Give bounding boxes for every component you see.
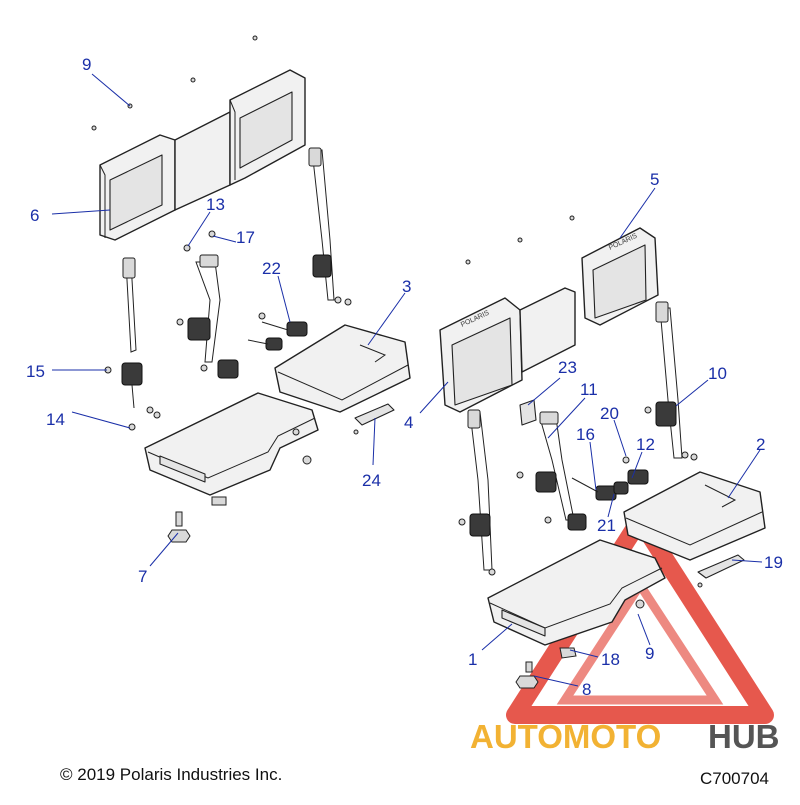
seat-back-bench	[99, 69, 306, 241]
watermark-text: AUTOMOTO HUB	[470, 718, 780, 755]
seat-bottom-2	[623, 471, 766, 561]
callout-18: 18	[601, 650, 620, 669]
seat-bottom-1	[487, 539, 666, 689]
bracket-19	[697, 554, 745, 588]
callout-9: 9	[82, 55, 91, 74]
seat-back-5: POLARIS	[581, 227, 659, 326]
callout-13: 13	[206, 195, 225, 214]
bracket-24	[353, 403, 395, 435]
callout-2: 2	[756, 435, 765, 454]
nut-7	[167, 511, 191, 543]
callout-6: 6	[30, 206, 39, 225]
callout-14: 14	[46, 410, 65, 429]
callout-20: 20	[600, 404, 619, 423]
cover-23	[519, 399, 537, 426]
seat-bottom-bench	[144, 392, 319, 506]
figure-code: C700704	[700, 769, 769, 788]
callout-9b: 9	[645, 644, 654, 663]
seat-bottom-3	[274, 324, 411, 413]
watermark-brand-part1: AUTOMOTO	[470, 718, 661, 755]
callout-17: 17	[236, 228, 255, 247]
seat-back-4: POLARIS	[439, 287, 576, 413]
callout-24: 24	[362, 471, 381, 490]
callout-19: 19	[764, 553, 783, 572]
callout-1: 1	[468, 650, 477, 669]
callout-11: 11	[580, 380, 598, 399]
seat-belt-buckle-16	[571, 477, 617, 501]
callout-numbers: 9 6 13 17 22 3 5 15 14 24 7 4 23 11 10 2…	[26, 55, 783, 699]
callout-16: 16	[576, 425, 595, 444]
leader-lines	[51, 73, 763, 687]
seat-belt-buckle-12	[613, 456, 649, 495]
copyright-text: © 2019 Polaris Industries Inc.	[60, 765, 282, 784]
callout-7: 7	[138, 567, 147, 586]
seat-belt-right-rear	[644, 301, 698, 461]
seat-belt-right-outer	[458, 409, 496, 576]
callout-8: 8	[582, 680, 591, 699]
seat-belt-buckle-22	[247, 312, 308, 351]
callout-15: 15	[26, 362, 45, 381]
callout-21: 21	[597, 516, 616, 535]
seat-belt-center	[176, 230, 239, 379]
callout-3: 3	[402, 277, 411, 296]
seat-belt-right-center	[516, 411, 587, 531]
callout-5: 5	[650, 170, 659, 189]
seat-belt-left-outer	[104, 257, 161, 431]
callout-12: 12	[636, 435, 655, 454]
watermark-brand-part2: HUB	[708, 718, 780, 755]
callout-23: 23	[558, 358, 577, 377]
callout-4: 4	[404, 413, 413, 432]
callout-22: 22	[262, 259, 281, 278]
seat-belt-left-rear	[308, 147, 352, 306]
callout-10: 10	[708, 364, 727, 383]
